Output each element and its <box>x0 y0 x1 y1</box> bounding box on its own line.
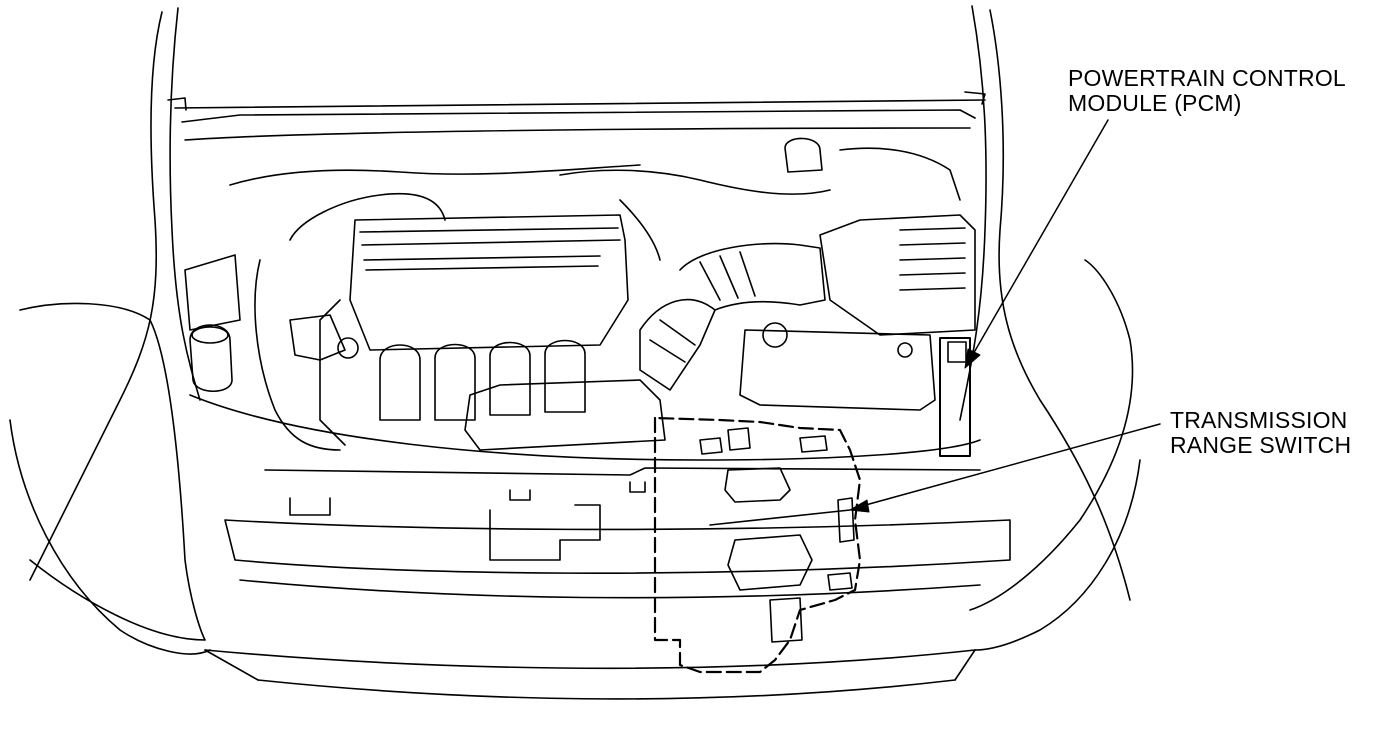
valve-cover-rib-4 <box>365 265 599 271</box>
transmission-sensor-2 <box>727 427 751 451</box>
left-front-corner <box>9 419 211 655</box>
transmission-mount <box>769 597 803 643</box>
pcm-box <box>939 337 971 457</box>
throttle-sensor <box>337 337 359 359</box>
reservoir-cap <box>191 326 229 344</box>
hood-latch-left <box>167 97 187 111</box>
transmission-sensor-4 <box>827 572 853 591</box>
intake-rib-3 <box>739 251 756 297</box>
air-cleaner-grid-5 <box>899 287 966 291</box>
cylinder-head-left <box>319 299 346 446</box>
transmission-sensor-1 <box>699 437 723 455</box>
air-cleaner-grid-3 <box>899 257 966 261</box>
intake-duct-lower <box>639 298 716 391</box>
right-fender-outer <box>989 9 1131 601</box>
pcm-unit <box>939 337 971 457</box>
vacuum-hose-2 <box>559 169 831 195</box>
pcm-callout-label: POWERTRAIN CONTROL MODULE (PCM) <box>1068 66 1346 116</box>
intake-runner-2 <box>434 343 476 421</box>
pcm-connector <box>947 341 967 363</box>
valve-cover <box>349 214 629 351</box>
intake-runner-4 <box>544 339 586 413</box>
vacuum-hose-1 <box>229 164 641 186</box>
hood-latch-right <box>964 91 986 105</box>
left-fender-outer <box>29 11 163 581</box>
cowl-top-edge <box>174 99 986 109</box>
engine-assembly <box>319 214 666 451</box>
transmission-housing-inner <box>709 509 851 526</box>
front-bumper-bottom <box>257 679 956 700</box>
battery-terminal-left <box>762 322 788 348</box>
fuse-box <box>184 254 241 331</box>
throttle-body <box>289 314 346 361</box>
bumper-left-edge <box>204 649 259 681</box>
pcm-leader-arrowhead <box>964 348 981 369</box>
air-cleaner-grid-1 <box>899 227 966 231</box>
intake-duct-upper <box>679 242 826 311</box>
heater-hose <box>289 192 446 241</box>
brake-master-reservoir <box>189 324 233 392</box>
radiator-support-upper <box>264 467 981 476</box>
radiator-slot-1 <box>289 497 331 516</box>
trs-label-line2: RANGE SWITCH <box>1170 432 1352 458</box>
hood-opening <box>167 91 986 141</box>
radiator-outline <box>489 504 601 561</box>
intake-runner-3 <box>489 341 531 416</box>
pcm-label-line2: MODULE (PCM) <box>1068 90 1242 116</box>
radiator-support-top <box>189 394 981 461</box>
intake-rib-5 <box>649 339 686 363</box>
transmission-outline <box>653 416 862 674</box>
transmission-range-switch-part <box>837 497 855 543</box>
valve-cover-rib-1 <box>359 227 619 233</box>
left-headlight-curve <box>19 302 206 641</box>
pcm-label-line1: POWERTRAIN CONTROL <box>1068 65 1346 91</box>
left-components <box>184 137 823 451</box>
transmission-connector-1 <box>724 467 791 503</box>
front-bumper-lower <box>204 649 976 670</box>
trs-label-line1: TRANSMISSION <box>1170 407 1348 433</box>
battery <box>739 322 936 411</box>
right-headlight-curve <box>969 259 1134 611</box>
valve-cover-rib-3 <box>363 255 601 261</box>
vehicle-body-outline <box>9 5 1141 700</box>
cowl-inner-edge <box>181 109 976 123</box>
coolant-hose-left <box>254 259 341 451</box>
valve-cover-rib-2 <box>361 239 621 246</box>
air-cleaner-grid-2 <box>899 242 966 246</box>
intake-rib-4 <box>659 319 696 346</box>
grille-area <box>224 519 1011 574</box>
radiator-slot-3 <box>629 481 646 493</box>
right-front-corner <box>974 459 1141 651</box>
battery-body <box>739 329 936 411</box>
upper-hoses <box>229 147 961 261</box>
transmission-assembly <box>653 416 862 674</box>
trs-leader-arrowhead <box>849 499 870 513</box>
cowl-panel <box>184 127 971 141</box>
radiator-crossmember <box>239 579 981 599</box>
coolant-reservoir <box>784 137 823 173</box>
intake-rib-1 <box>699 261 721 301</box>
air-cleaner-housing <box>819 214 976 336</box>
bumper-right-edge <box>954 649 976 681</box>
air-intake-duct <box>639 214 976 391</box>
intake-runner-1 <box>379 344 421 421</box>
radiator-slot-2 <box>509 489 531 501</box>
battery-terminal-right <box>897 342 913 358</box>
air-box <box>464 379 666 451</box>
pcm-leader-line <box>971 119 1109 357</box>
transmission-connector-2 <box>727 534 813 591</box>
firewall-ducts <box>839 147 961 201</box>
callout-leaders <box>849 119 1161 513</box>
trs-leader-line <box>861 423 1161 507</box>
intake-rib-2 <box>719 255 739 299</box>
transmission-sensor-3 <box>799 435 828 453</box>
radiator-support <box>189 394 1011 599</box>
left-fender-inner <box>169 7 201 401</box>
vacuum-hose-3 <box>619 199 661 261</box>
transmission-range-switch-callout-label: TRANSMISSION RANGE SWITCH <box>1170 408 1351 458</box>
air-cleaner-grid-4 <box>899 272 966 276</box>
